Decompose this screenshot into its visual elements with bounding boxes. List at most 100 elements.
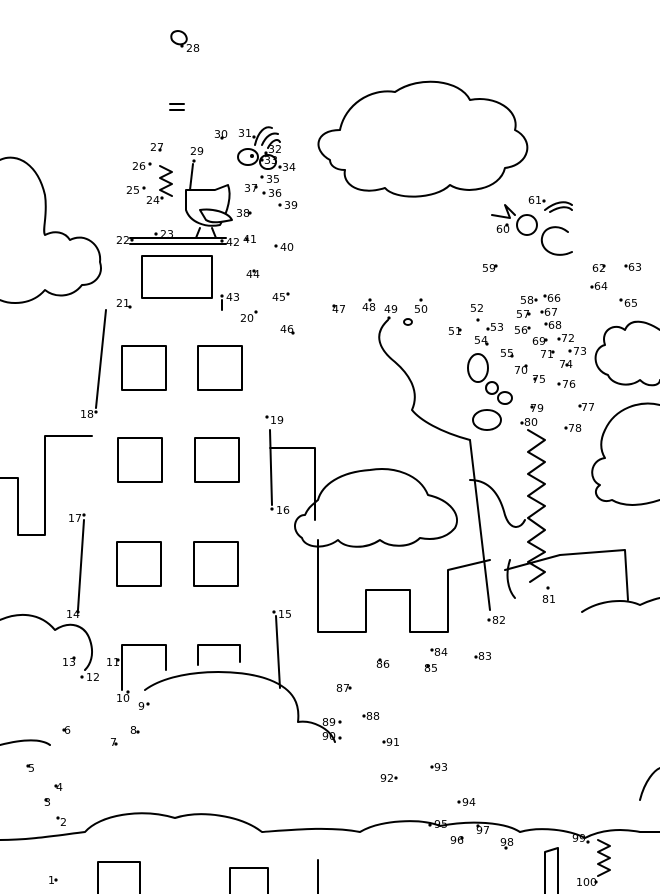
dot-label-89: 89 xyxy=(322,716,336,729)
dot-79 xyxy=(530,405,534,409)
line-art xyxy=(0,30,660,894)
dot-94 xyxy=(457,800,461,804)
dot-26 xyxy=(148,162,152,166)
dot-label-74: 74 xyxy=(559,358,573,371)
dot-label-28: 28 xyxy=(186,42,200,55)
dot-19 xyxy=(265,415,269,419)
dot-label-37: 37 xyxy=(244,182,258,195)
dot-90 xyxy=(338,736,342,740)
dot-28 xyxy=(180,44,184,48)
dot-12 xyxy=(80,675,84,679)
dot-64 xyxy=(590,285,594,289)
dog-pupil xyxy=(250,154,254,158)
dot-label-92: 92 xyxy=(380,772,394,785)
dot-label-47: 47 xyxy=(332,303,346,316)
dot-label-35: 35 xyxy=(266,173,280,186)
dot-63 xyxy=(624,264,628,268)
dot-label-94: 94 xyxy=(462,796,476,809)
dot-label-42: 42 xyxy=(226,236,240,249)
building-left-outline xyxy=(0,435,93,536)
chicken-arm xyxy=(469,479,526,528)
dot-label-25: 25 xyxy=(126,184,140,197)
dot-label-52: 52 xyxy=(470,302,484,315)
dot-label-55: 55 xyxy=(500,347,514,360)
dot-label-70: 70 xyxy=(514,364,528,377)
dot-label-83: 83 xyxy=(478,650,492,663)
dot-label-99: 99 xyxy=(572,832,586,845)
building-right xyxy=(504,549,629,601)
dot-81 xyxy=(546,586,550,590)
right-spring xyxy=(597,839,611,877)
dot-11 xyxy=(116,658,120,662)
dot-78 xyxy=(564,426,568,430)
dot-91 xyxy=(382,740,386,744)
window xyxy=(121,345,167,391)
dot-label-10: 10 xyxy=(116,692,130,705)
dot-label-72: 72 xyxy=(561,332,575,345)
dot-label-93: 93 xyxy=(434,761,448,774)
dot-17 xyxy=(82,513,86,517)
dot-24 xyxy=(160,196,164,200)
dot-80 xyxy=(520,421,524,425)
dot-75 xyxy=(533,377,537,381)
dot-84 xyxy=(430,648,434,652)
dot-label-43: 43 xyxy=(226,291,240,304)
chicken-foot xyxy=(506,559,516,599)
chicken-eye xyxy=(516,214,538,236)
dot-61 xyxy=(542,199,546,203)
dog-hair xyxy=(254,126,281,149)
dot-label-21: 21 xyxy=(116,297,130,310)
dot-label-36: 36 xyxy=(268,187,282,200)
dot-label-96: 96 xyxy=(450,834,464,847)
dot-21 xyxy=(128,305,132,309)
window-partial xyxy=(121,644,167,691)
dot-label-40: 40 xyxy=(280,241,294,254)
dot-67 xyxy=(540,310,544,314)
dot-label-49: 49 xyxy=(384,303,398,316)
dot-22 xyxy=(130,238,134,242)
dot-57 xyxy=(527,312,531,316)
dot-99 xyxy=(586,840,590,844)
dot-label-41: 41 xyxy=(243,233,257,246)
dot-label-11: 11 xyxy=(106,656,120,669)
dot-47 xyxy=(332,304,336,308)
dot-77 xyxy=(578,404,582,408)
bottom-cloud xyxy=(0,613,94,671)
dot-100 xyxy=(594,880,598,884)
dot-label-4: 4 xyxy=(56,781,63,794)
dot-label-77: 77 xyxy=(581,401,595,414)
dot-13 xyxy=(72,656,76,660)
dot-97 xyxy=(476,824,480,828)
dog-spring xyxy=(159,165,173,197)
dot-7 xyxy=(114,742,118,746)
dot-label-27: 27 xyxy=(150,141,164,154)
dot-label-79: 79 xyxy=(530,402,544,415)
dot-66 xyxy=(543,294,547,298)
dot-33 xyxy=(260,158,264,162)
dot-42 xyxy=(220,239,224,243)
dot-label-45: 45 xyxy=(272,291,286,304)
dot-34 xyxy=(278,165,282,169)
dot-label-3: 3 xyxy=(44,796,51,809)
dot-label-6: 6 xyxy=(64,724,71,737)
dot-40 xyxy=(274,244,278,248)
dot-label-57: 57 xyxy=(516,308,530,321)
tower-side-right xyxy=(269,429,273,506)
building-center xyxy=(317,539,491,633)
dot-label-19: 19 xyxy=(270,414,284,427)
dot-label-91: 91 xyxy=(386,736,400,749)
chicken-beak xyxy=(472,409,502,431)
dot-68 xyxy=(544,322,548,326)
dot-15 xyxy=(272,610,276,614)
right-cloud-upper xyxy=(594,320,660,387)
dot-30 xyxy=(220,136,224,140)
dot-39 xyxy=(278,203,282,207)
dot-label-62: 62 xyxy=(592,262,606,275)
dot-label-61: 61 xyxy=(528,194,542,207)
tower-side-lower-left xyxy=(77,519,85,611)
dot-label-9: 9 xyxy=(138,700,145,713)
bottom-cloud-big xyxy=(0,670,336,746)
dot-96 xyxy=(460,836,464,840)
dot-53 xyxy=(486,327,490,331)
